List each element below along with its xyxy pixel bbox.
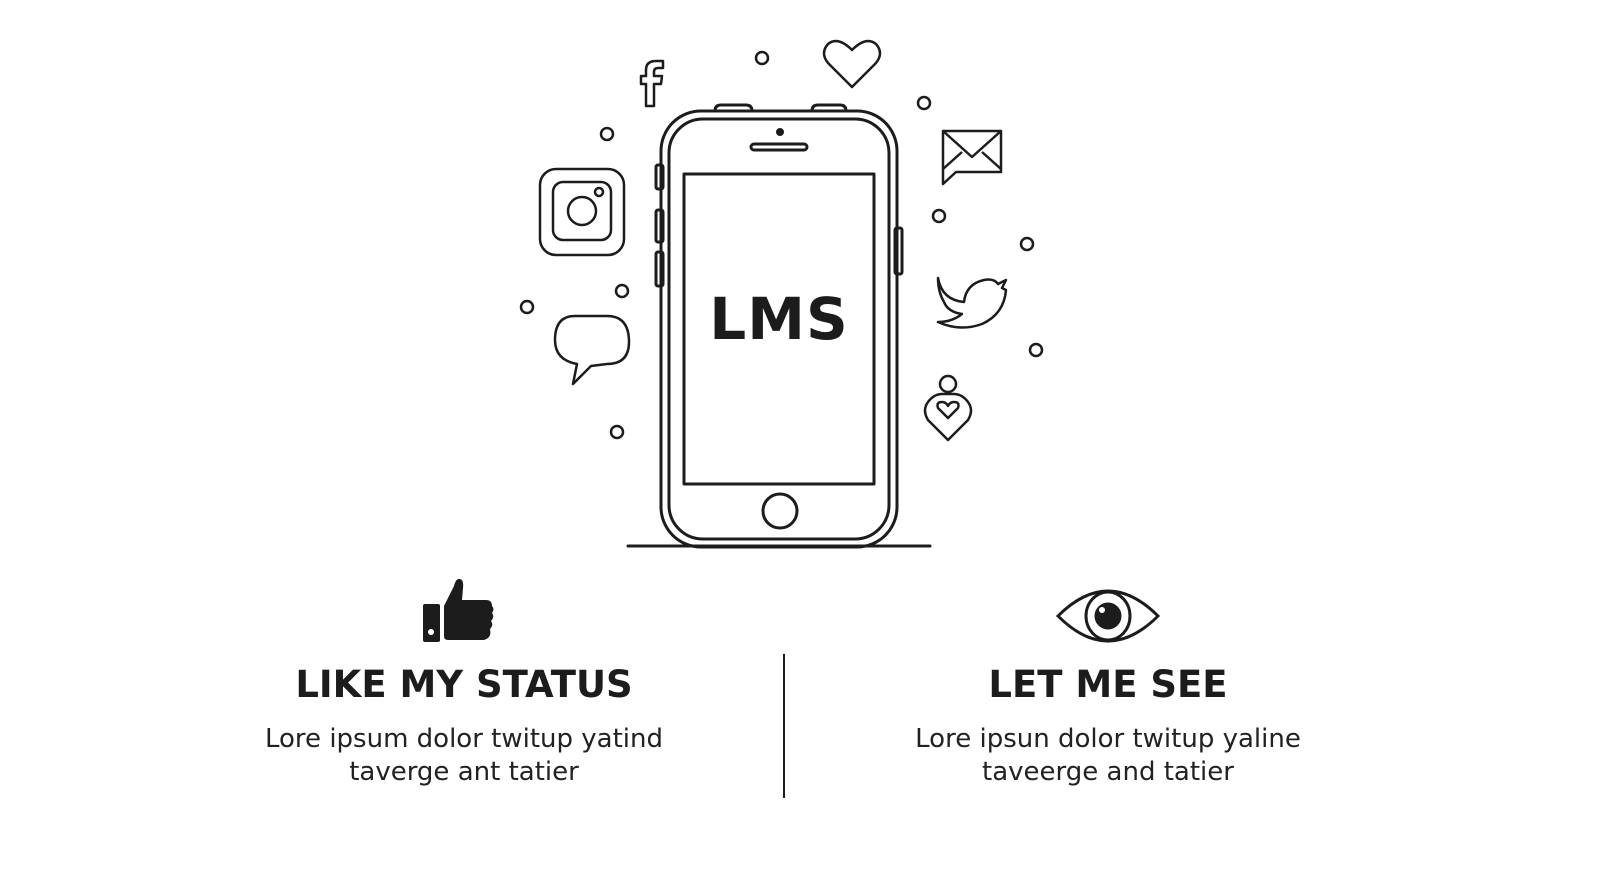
feature-description-line2: taveerge and tatier xyxy=(982,757,1234,787)
feature-like-my-status: LIKE MY STATUS Lore ipsum dolor twitup y… xyxy=(214,663,714,789)
feature-title: LET ME SEE xyxy=(988,663,1228,706)
mail-icon xyxy=(941,129,1003,186)
eye-icon xyxy=(1055,589,1161,643)
feature-description-line2: taverge ant tatier xyxy=(349,757,579,787)
chat-bubble-icon xyxy=(553,314,631,386)
phone-screen-label: LMS xyxy=(709,285,849,353)
feature-title: LIKE MY STATUS xyxy=(295,663,633,706)
feature-description-line1: Lore ipsum dolor twitup yatind xyxy=(265,724,663,754)
twitter-bird-icon xyxy=(936,276,1008,329)
instagram-icon xyxy=(538,167,626,257)
column-divider xyxy=(783,654,785,798)
heart-lock-icon xyxy=(923,374,973,442)
heart-icon xyxy=(822,39,882,89)
feature-let-me-see: LET ME SEE Lore ipsun dolor twitup yalin… xyxy=(858,663,1358,789)
facebook-icon xyxy=(639,59,665,108)
thumbs-up-icon xyxy=(423,578,494,642)
feature-description-line1: Lore ipsun dolor twitup yaline xyxy=(915,724,1301,754)
